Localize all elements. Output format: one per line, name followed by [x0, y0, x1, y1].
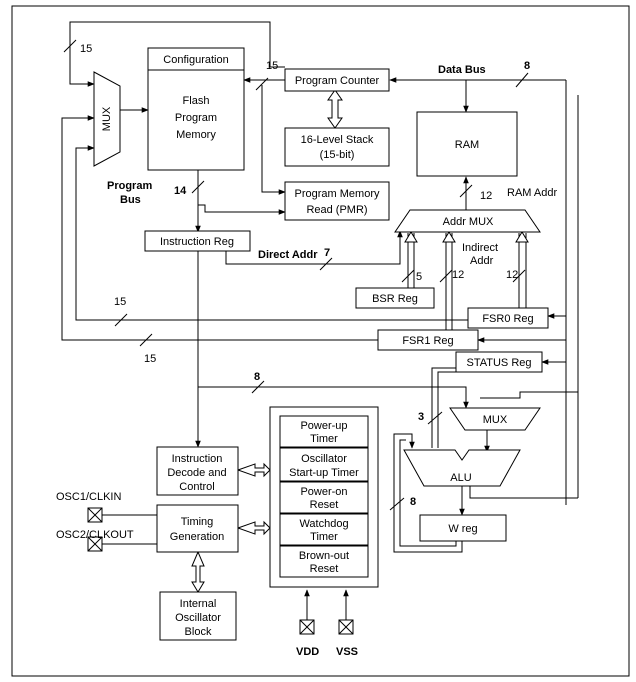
ram — [416, 111, 518, 177]
flash-label-2: Program — [175, 112, 217, 124]
int-osc-label-1: Internal — [180, 598, 217, 610]
data-bus-label: Data Bus — [438, 64, 486, 76]
internal-oscillator-block — [159, 591, 237, 641]
power-on-reset-2: Reset — [310, 499, 339, 511]
power-up-timer-2: Timer — [310, 433, 338, 445]
decode-label-3: Control — [179, 481, 214, 493]
alu-mux-label: MUX — [483, 414, 508, 426]
osc-startup-1: Oscillator — [301, 453, 347, 465]
instruction-reg-label: Instruction Reg — [160, 236, 234, 248]
timing-generation — [156, 504, 239, 553]
bus-width-14: 14 — [174, 185, 187, 197]
ram-label: RAM — [455, 139, 479, 151]
instruction-register — [144, 230, 251, 252]
bus-width-15-fsr1: 15 — [144, 353, 156, 365]
wires — [61, 21, 579, 620]
bus-width-8-data: 8 — [524, 60, 530, 72]
decode-label-2: Decode and — [167, 467, 226, 479]
bus-width-15-top: 15 — [80, 43, 92, 55]
bus-width-5: 5 — [416, 271, 422, 283]
pmr-label-1: Program Memory — [295, 188, 380, 200]
status-register — [455, 351, 543, 373]
program-mux-label: MUX — [101, 106, 113, 131]
vss-pin-icon — [338, 619, 354, 635]
fsr1-register — [377, 329, 479, 351]
program-counter-label: Program Counter — [295, 75, 380, 87]
program-bus-label-1: Program — [107, 180, 152, 192]
indirect-addr-label-2: Addr — [470, 255, 494, 267]
address-mux — [394, 209, 541, 233]
bus-width-15-fsr0: 15 — [114, 296, 126, 308]
direct-addr-label: Direct Addr — [258, 249, 318, 261]
timing-label-2: Generation — [170, 531, 224, 543]
osc1-label: OSC1/CLKIN — [56, 491, 121, 503]
instruction-decode-control — [156, 446, 239, 496]
bus-width-12-ind: 12 — [452, 269, 464, 281]
w-reg-label: W reg — [448, 523, 477, 535]
program-memory-read — [284, 181, 390, 221]
addr-mux-label: Addr MUX — [443, 216, 494, 228]
bus-width-3: 3 — [418, 411, 424, 423]
program-mux — [93, 71, 121, 167]
bsr-label: BSR Reg — [372, 293, 418, 305]
bus-width-8-ireg: 8 — [254, 371, 260, 383]
power-on-reset-1: Power-on — [300, 486, 347, 498]
vdd-pin-icon — [299, 619, 315, 635]
status-label: STATUS Reg — [467, 357, 532, 369]
bus-width-12-ram: 12 — [480, 190, 492, 202]
bus-width-15-pc: 15 — [266, 60, 278, 72]
alu-label: ALU — [450, 472, 471, 484]
w-register — [419, 514, 507, 542]
power-up-timer-1: Power-up — [300, 420, 347, 432]
osc1-pin-icon — [87, 507, 103, 523]
bus-width-7: 7 — [324, 247, 330, 259]
program-bus-label-2: Bus — [120, 194, 141, 206]
fsr0-register — [467, 307, 549, 329]
flash-label-3: Memory — [176, 129, 216, 141]
stack-label-1: 16-Level Stack — [301, 134, 374, 146]
watchdog-1: Watchdog — [299, 518, 348, 530]
timing-label-1: Timing — [181, 516, 214, 528]
osc-startup-2: Start-up Timer — [289, 467, 359, 479]
pmr-label-2: Read (PMR) — [306, 204, 367, 216]
fsr0-label: FSR0 Reg — [482, 313, 533, 325]
hardware-stack — [284, 127, 390, 167]
alu — [403, 449, 521, 487]
flash-label-1: Flash — [183, 95, 210, 107]
bsr-register — [355, 287, 435, 309]
diagram-frame — [11, 5, 630, 677]
bus-slashes — [63, 39, 529, 511]
bus-width-8-w: 8 — [410, 496, 416, 508]
brown-out-1: Brown-out — [299, 550, 349, 562]
flash-program-memory — [147, 47, 245, 171]
program-counter — [284, 68, 390, 92]
watchdog-2: Timer — [310, 531, 338, 543]
int-osc-label-3: Block — [185, 626, 212, 638]
vdd-label: VDD — [296, 646, 319, 658]
fsr1-label: FSR1 Reg — [402, 335, 453, 347]
alu-mux — [449, 407, 541, 431]
brown-out-2: Reset — [310, 563, 339, 575]
osc2-label: OSC2/CLKOUT — [56, 529, 134, 541]
osc2-pin-icon — [87, 536, 103, 552]
bus-width-12-fsr0: 12 — [506, 269, 518, 281]
ram-addr-label: RAM Addr — [507, 187, 557, 199]
decode-label-1: Instruction — [172, 453, 223, 465]
vss-label: VSS — [336, 646, 358, 658]
indirect-addr-label-1: Indirect — [462, 242, 498, 254]
configuration-label: Configuration — [163, 54, 228, 66]
stack-label-2: (15-bit) — [320, 149, 355, 161]
int-osc-label-2: Oscillator — [175, 612, 221, 624]
